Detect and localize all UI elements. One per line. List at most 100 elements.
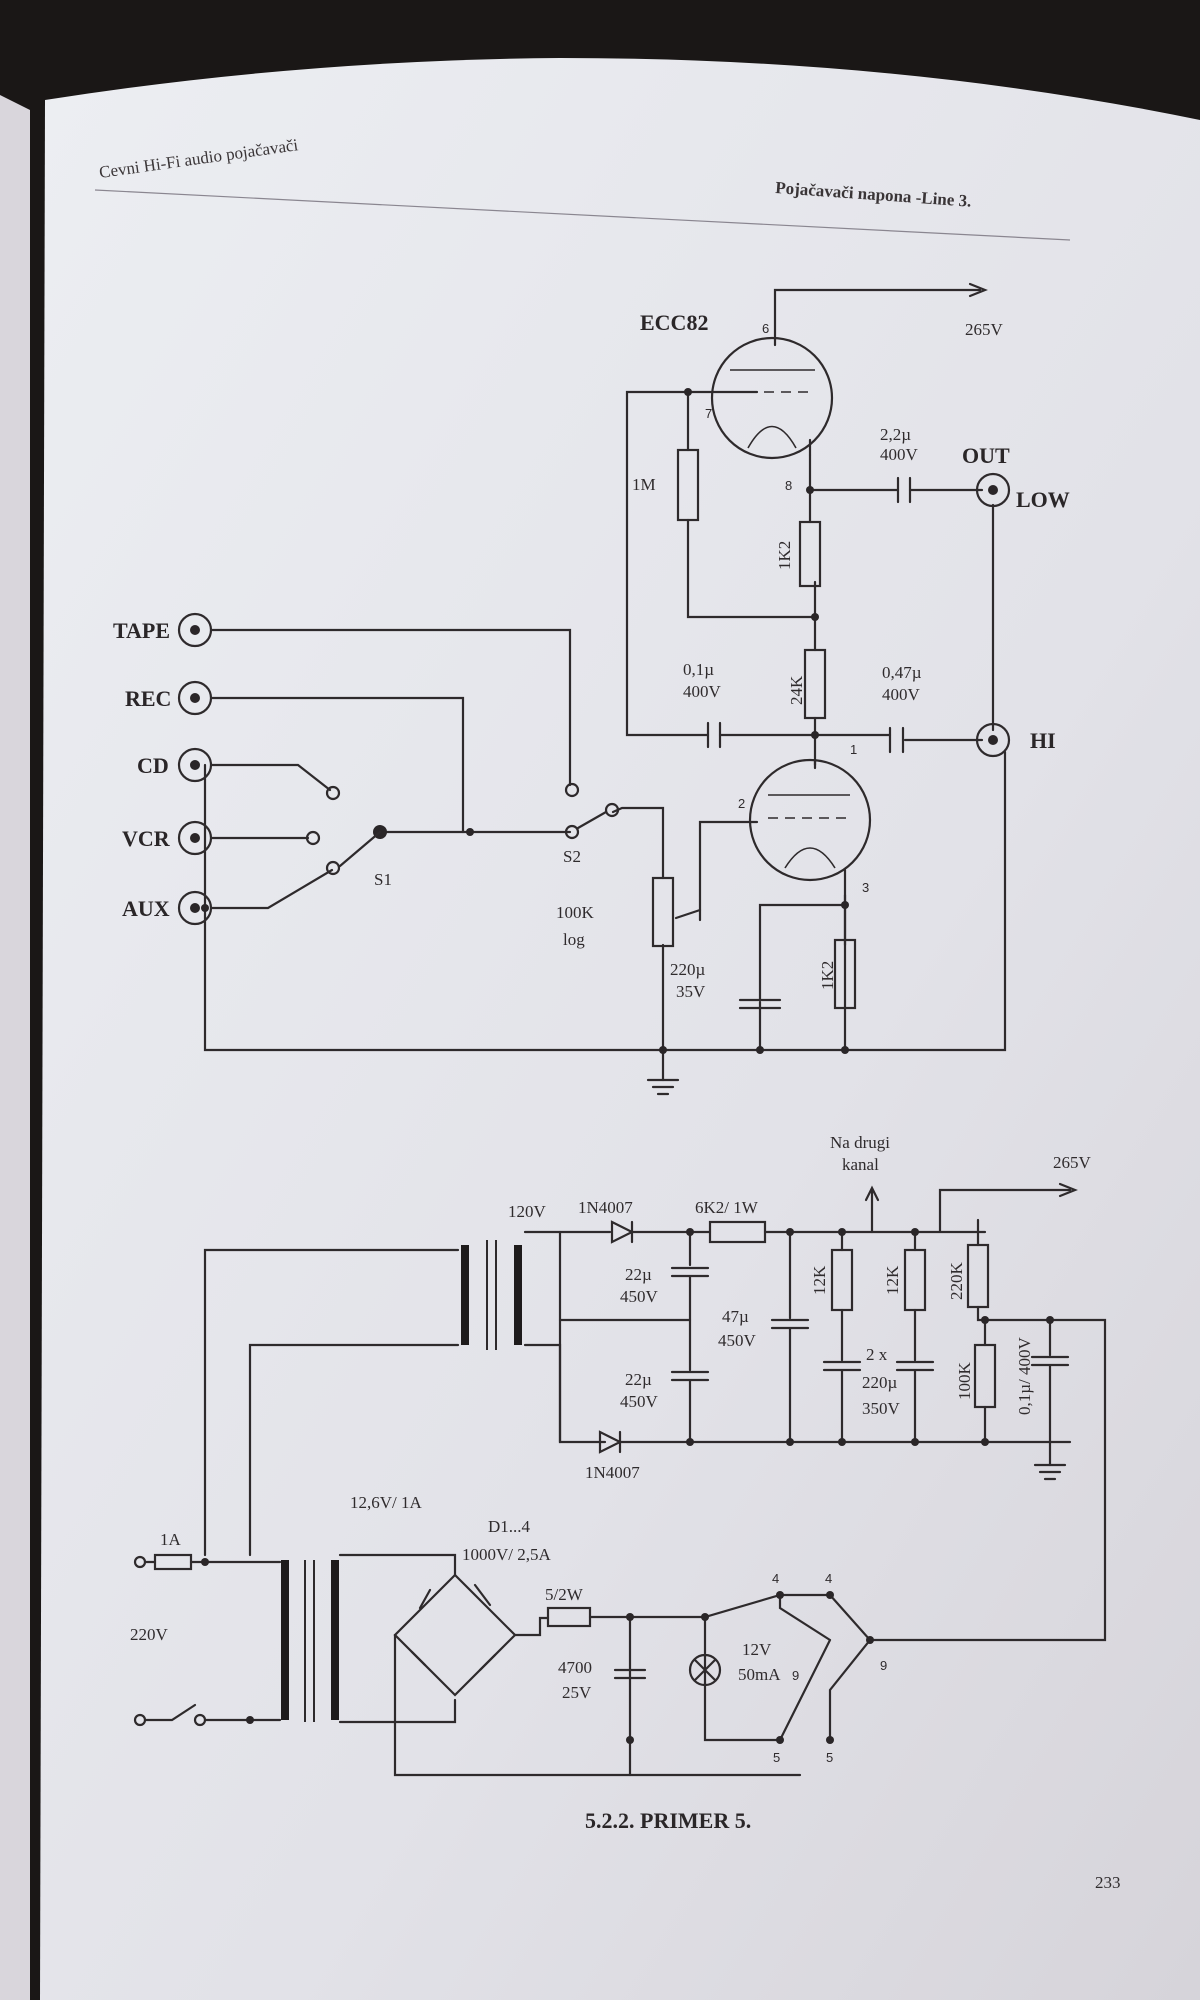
label-d2: 1N4007	[585, 1463, 640, 1482]
label-pot: 100K	[556, 903, 595, 922]
b-plus-label: 265V	[965, 320, 1004, 339]
pin-1: 1	[850, 742, 857, 757]
rc-branch-a	[822, 1230, 862, 1444]
wire-tape	[210, 628, 572, 787]
label-47u: 47µ	[722, 1307, 749, 1326]
label-220v: 220V	[130, 1625, 169, 1644]
label-lamp: 12V	[742, 1640, 772, 1659]
label-2x: 2 x	[866, 1345, 888, 1364]
s1-contact-aux	[325, 860, 341, 876]
label-ck: 220µ	[670, 960, 706, 979]
wire-ground-return	[203, 750, 1007, 1052]
pin-2: 2	[738, 796, 745, 811]
tube-name: ECC82	[640, 310, 708, 335]
out-title: OUT	[962, 443, 1010, 468]
wire-lv-bottom	[338, 1698, 457, 1724]
label-chi-v: 400V	[882, 685, 921, 704]
label-rec: REC	[125, 686, 171, 711]
ground-psu	[1033, 1463, 1067, 1481]
label-s2: S2	[563, 847, 581, 866]
potentiometer-100k	[651, 876, 675, 948]
jack-out-hi	[975, 722, 1011, 758]
arrow-b-plus	[968, 282, 988, 298]
wire-heater-reference	[868, 1318, 1107, 1642]
s1-contact-vcr	[305, 830, 321, 846]
wire-pot-wiper	[698, 820, 759, 922]
label-6k2: 6K2/ 1W	[695, 1198, 759, 1217]
arrow-na-drugi	[864, 1185, 880, 1234]
jack-out-low	[975, 472, 1011, 508]
label-vcr: VCR	[122, 826, 171, 851]
pilot-lamp-cross	[693, 1658, 717, 1682]
label-fuse: 1A	[160, 1530, 182, 1549]
jack-cd	[177, 747, 213, 783]
label-pot-log: log	[563, 930, 585, 949]
label-2x-220u: 220µ	[862, 1373, 898, 1392]
wire-primary-bottom	[248, 1343, 460, 1557]
jacks-input	[177, 612, 213, 926]
caps-22u-stack	[670, 1230, 710, 1444]
bridge-diode-marks	[410, 1583, 497, 1672]
heater-pin-5b: 5	[826, 1750, 833, 1765]
power-supply-schematic: 120V 1N4007 1N4007 6K2/ 1W Na drugi kana…	[130, 1133, 1107, 1777]
wire-rec	[210, 696, 465, 834]
label-cin-v: 400V	[683, 682, 722, 701]
wire-bridge-plus	[513, 1616, 550, 1637]
resistor-1k2-bottom	[833, 938, 857, 1010]
resistor-24k	[803, 648, 827, 720]
label-220k: 220K	[947, 1262, 966, 1301]
cap-0u1-psu	[1030, 1318, 1070, 1467]
label-4700: 4700	[558, 1658, 592, 1677]
out-hi: HI	[1030, 728, 1056, 753]
heater-pin-5a: 5	[773, 1750, 780, 1765]
heater-pin-4a: 4	[772, 1571, 779, 1586]
header-rule	[94, 189, 1071, 241]
pot-arrow	[674, 908, 702, 920]
wire-220u	[758, 903, 847, 1002]
label-lamp-current: 50mA	[738, 1665, 781, 1684]
label-12k-a: 12K	[810, 1265, 829, 1295]
cap-4700u	[613, 1668, 647, 1680]
wire-cd	[210, 763, 332, 792]
label-100k: 100K	[955, 1362, 974, 1401]
label-cin: 0,1µ	[683, 660, 714, 679]
jack-vcr	[177, 820, 213, 856]
label-22u-a: 22µ	[625, 1265, 652, 1284]
label-4700-v: 25V	[562, 1683, 592, 1702]
figure-caption: 5.2.2. PRIMER 5.	[585, 1808, 751, 1833]
wire-primary-top	[203, 1248, 460, 1557]
s1-contact-cd	[325, 785, 341, 801]
heater-pin-9a: 9	[792, 1668, 799, 1683]
s2-lever	[576, 810, 608, 830]
cap-220u	[738, 998, 782, 1010]
label-kanal: kanal	[842, 1155, 879, 1174]
label-cd: CD	[137, 753, 169, 778]
cap-0u47	[888, 726, 905, 754]
label-d1: 1N4007	[578, 1198, 633, 1217]
pin-3: 3	[862, 880, 869, 895]
cap-47u	[770, 1230, 810, 1444]
label-12k-b: 12K	[883, 1265, 902, 1295]
jack-aux	[177, 890, 213, 926]
cap-0u1	[706, 721, 722, 749]
label-2x-350v: 350V	[862, 1399, 901, 1418]
label-1k2-top: 1K2	[775, 541, 794, 570]
label-12v6: 12,6V/ 1A	[350, 1493, 423, 1512]
s1-lever	[338, 830, 382, 868]
wire-aux	[210, 868, 334, 910]
pin-6: 6	[762, 321, 769, 336]
tube-upper	[710, 336, 834, 460]
paper	[40, 58, 1200, 2000]
label-22u-a-v: 450V	[620, 1287, 659, 1306]
arrow-265	[1058, 1182, 1078, 1198]
label-22u-b-v: 450V	[620, 1392, 659, 1411]
resistor-1k2-top	[798, 520, 822, 588]
label-chi: 0,47µ	[882, 663, 922, 682]
label-s1: S1	[374, 870, 392, 889]
s2-pole	[604, 802, 620, 818]
wire-lv-top	[338, 1553, 457, 1577]
label-1k2-bottom: 1K2	[818, 961, 837, 990]
jack-tape	[177, 612, 213, 648]
label-1m: 1M	[632, 475, 656, 494]
